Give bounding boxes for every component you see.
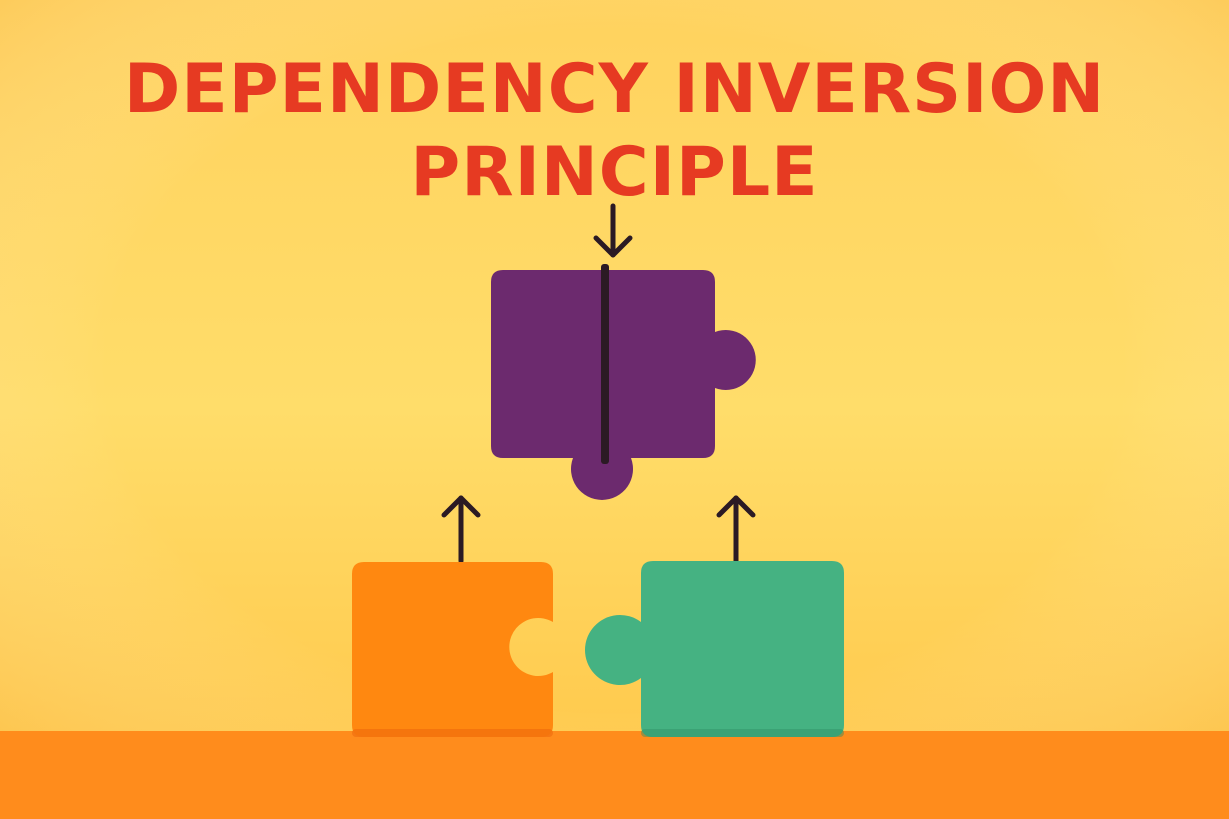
arrow-up-icon <box>441 495 481 564</box>
orange-piece-shadow <box>352 729 553 737</box>
green-piece-shadow <box>641 729 844 737</box>
floor <box>0 731 1229 819</box>
center-divider-line <box>601 264 609 464</box>
low-level-puzzle-piece-left <box>352 562 553 737</box>
title-line-2: PRINCIPLE <box>410 133 819 212</box>
low-level-puzzle-piece-right <box>584 561 844 737</box>
arrow-up-icon <box>716 495 756 564</box>
arrow-down-icon <box>593 203 633 258</box>
title-line-1: DEPENDENCY INVERSION <box>123 50 1106 129</box>
high-level-puzzle-piece <box>491 270 756 500</box>
